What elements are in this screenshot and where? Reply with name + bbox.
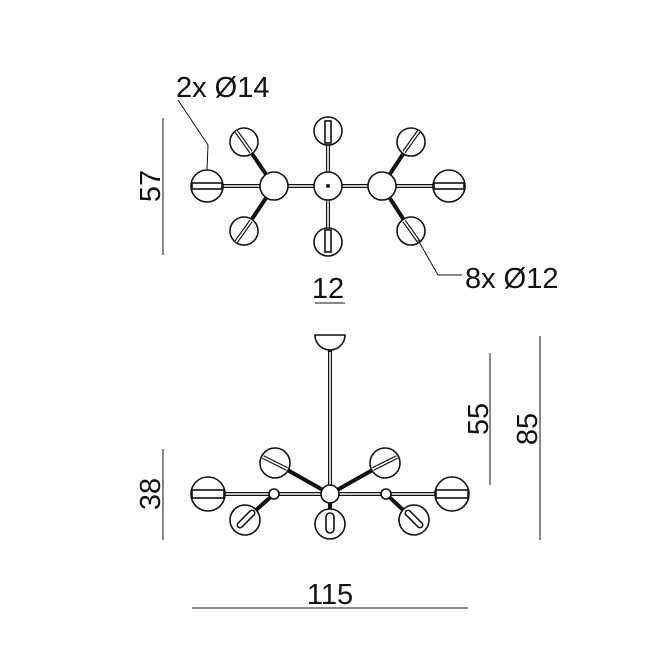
side-hub [320,484,340,504]
top-view: 57 2x Ø14 8x Ø12 12 [135,72,559,305]
total-height-label: 85 [512,413,544,445]
hub-globe-right [367,171,397,201]
width-label: 115 [307,579,353,611]
large-globe-leader [177,99,209,171]
depth-label: 57 [135,170,167,202]
joint-right [380,488,392,500]
body-height-label: 38 [135,478,167,510]
ceiling-canopy [314,334,346,351]
joint-left [268,488,280,500]
small-globe-leader [417,239,462,276]
bulb-icon [191,182,223,190]
side-view: 38 55 85 115 [135,334,544,611]
hub-globe-left [259,171,289,201]
small-globes-top [229,116,426,257]
drop-label: 55 [463,403,495,435]
hub-label: 12 [312,273,344,305]
center-dot [326,184,330,188]
bulb-icon [433,182,465,190]
large-globe-label: 2x Ø14 [176,72,270,104]
small-globe-label: 8x Ø12 [465,263,559,295]
